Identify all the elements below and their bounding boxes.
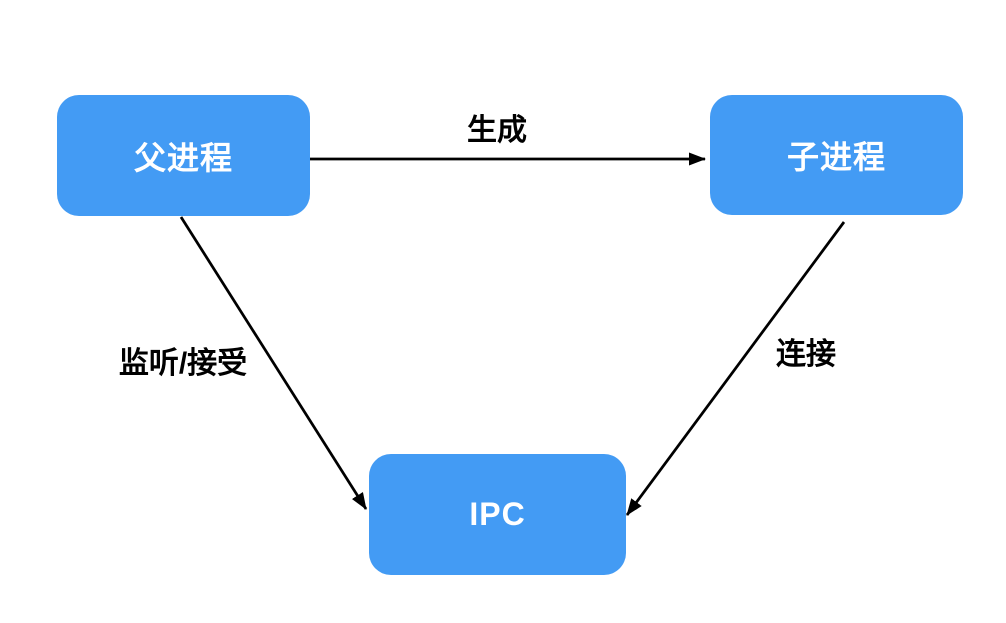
edge-label-listen-accept: 监听/接受 [118, 347, 248, 380]
edge-label-spawn: 生成 [467, 114, 527, 147]
node-parent-process-label: 父进程 [133, 139, 233, 176]
node-child-process: 子进程 [710, 95, 963, 215]
edge-listen-accept-arrow [179, 216, 368, 510]
node-ipc: IPC [369, 454, 626, 575]
node-parent-process: 父进程 [57, 95, 310, 216]
node-child-process-label: 子进程 [786, 139, 886, 175]
edge-connect-arrow [625, 221, 846, 516]
node-ipc-label: IPC [469, 496, 526, 532]
edge-label-connect: 连接 [776, 338, 836, 371]
